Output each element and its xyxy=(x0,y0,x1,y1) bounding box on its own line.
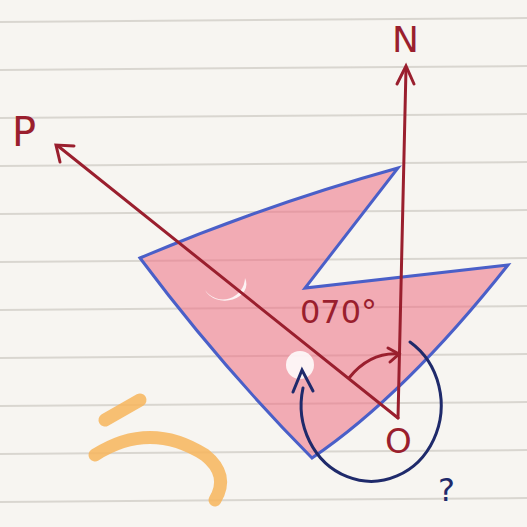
bearing-arc xyxy=(301,342,441,481)
question-mark: ? xyxy=(438,474,455,506)
bearing-lines xyxy=(56,66,414,418)
flag-watermark xyxy=(140,168,508,458)
notebook-lines xyxy=(0,18,527,502)
point-label: P xyxy=(12,112,36,152)
origin-label: O xyxy=(385,424,412,458)
north-label: N xyxy=(392,22,419,58)
bearing-value: 070° xyxy=(300,296,377,328)
logo-watermark xyxy=(95,400,221,500)
arc-arrowhead xyxy=(293,370,313,392)
